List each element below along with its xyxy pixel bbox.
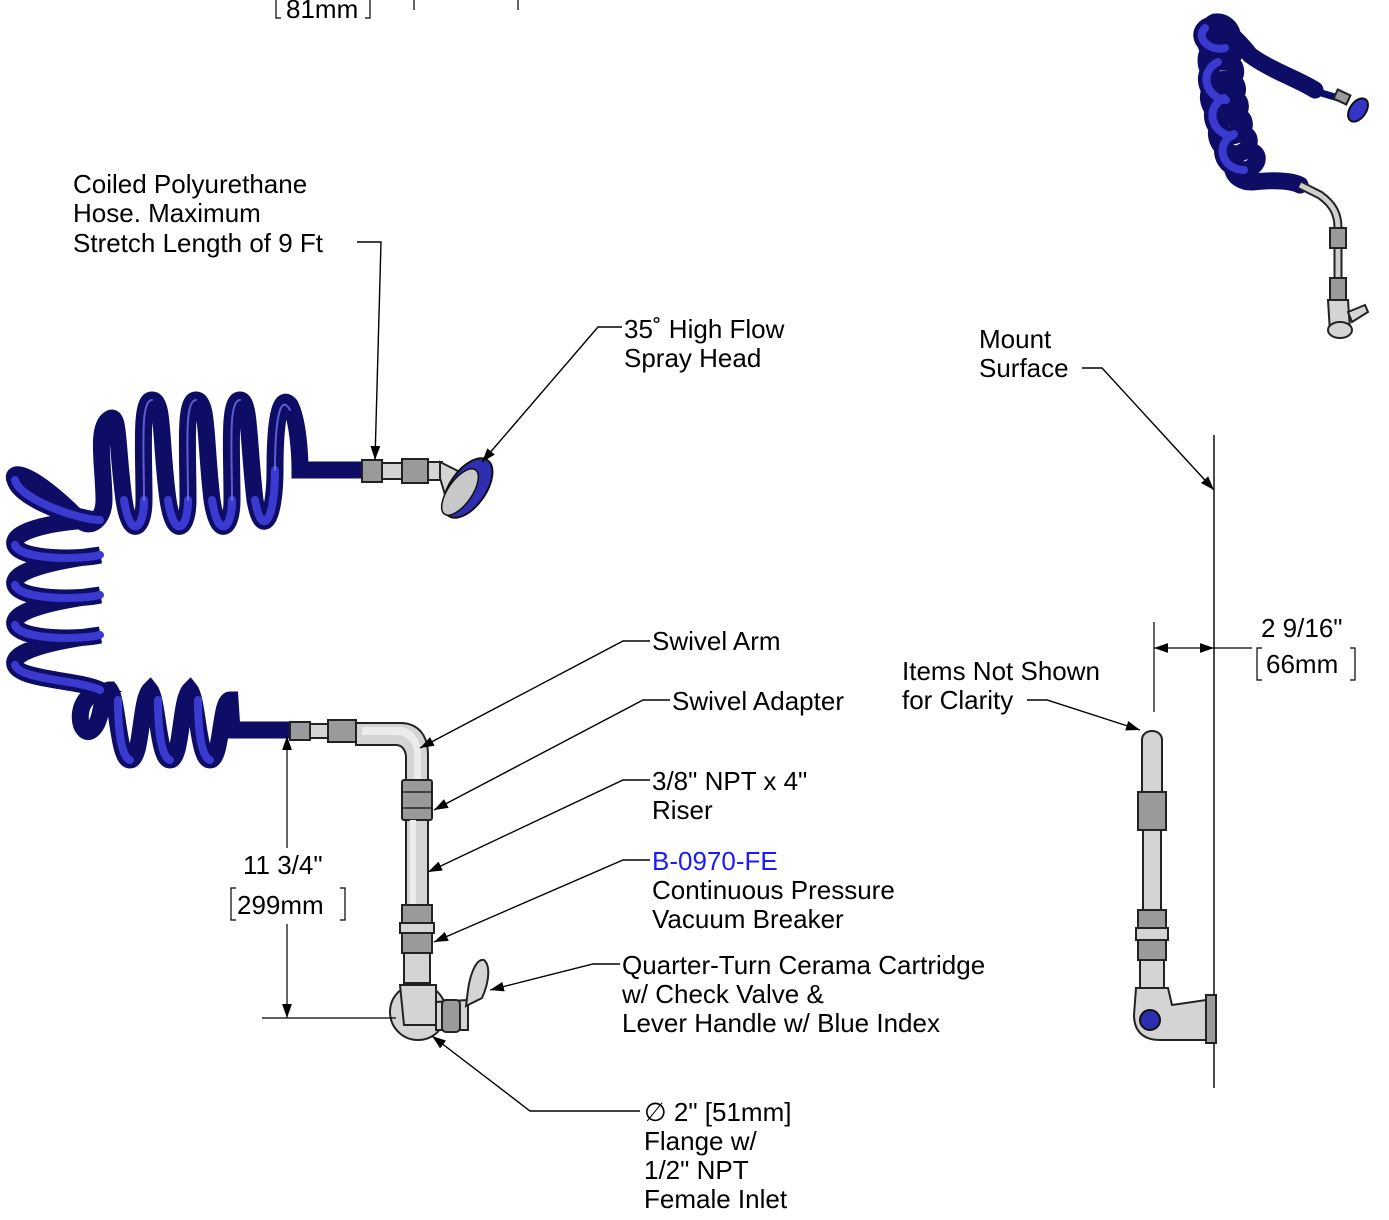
faucet-assembly-front (289, 719, 490, 1041)
flange-label-line-2: Flange w/ (644, 1126, 757, 1156)
mount-surface-label-line-2: Surface (979, 353, 1069, 383)
swivel-arm-label: Swivel Arm (652, 626, 781, 656)
hose-label-line-2: Hose. Maximum (73, 198, 261, 228)
callout-cartridge: Quarter-Turn Cerama Cartridge w/ Check V… (489, 950, 985, 1038)
items-not-shown-label-line-1: Items Not Shown (902, 656, 1100, 686)
dimension-offset: 2 9/16" 66mm (1153, 613, 1356, 712)
spray-head-label-line-2: Spray Head (624, 343, 761, 373)
callout-swivel-adapter: Swivel Adapter (433, 686, 844, 811)
top-dimension-fragment: 81mm (275, 0, 519, 24)
callout-hose: Coiled Polyurethane Hose. Maximum Stretc… (73, 169, 382, 461)
swivel-adapter-label: Swivel Adapter (672, 686, 844, 716)
callout-swivel-arm: Swivel Arm (419, 626, 781, 749)
flange-label-line-1: ∅ 2" [51mm] (644, 1097, 791, 1127)
height-dim-metric: 299mm (237, 890, 324, 920)
mount-surface-label-line-1: Mount (979, 324, 1052, 354)
cartridge-label-line-1: Quarter-Turn Cerama Cartridge (622, 950, 985, 980)
cartridge-label-line-3: Lever Handle w/ Blue Index (622, 1008, 940, 1038)
callout-vacuum-breaker: B-0970-FE Continuous Pressure Vacuum Bre… (433, 846, 895, 943)
riser-label-line-2: Riser (652, 795, 713, 825)
hose-label-line-3: Stretch Length of 9 Ft (73, 228, 324, 258)
vacuum-breaker-label-line-2: Vacuum Breaker (652, 904, 844, 934)
callout-spray-head: 35˚ High Flow Spray Head (481, 314, 785, 463)
callout-mount-surface: Mount Surface (979, 324, 1215, 491)
cartridge-label-line-2: w/ Check Valve & (621, 979, 824, 1009)
coiled-hose (6, 391, 369, 769)
hose-label-line-1: Coiled Polyurethane (73, 169, 307, 199)
vacuum-breaker-part-number[interactable]: B-0970-FE (652, 846, 778, 876)
flange-label-line-3: 1/2" NPT (644, 1155, 749, 1185)
dimension-height: 11 3/4" 299mm (230, 736, 396, 1019)
riser-label-line-1: 3/8" NPT x 4" (652, 766, 807, 796)
spray-head-label-line-1: 35˚ High Flow (624, 314, 785, 344)
isometric-thumbnail (1193, 13, 1370, 339)
callout-flange: ∅ 2" [51mm] Flange w/ 1/2" NPT Female In… (431, 1035, 791, 1214)
callout-items-not-shown: Items Not Shown for Clarity (902, 656, 1141, 731)
vacuum-breaker-label-line-1: Continuous Pressure (652, 875, 895, 905)
top-dim-label: 81mm (286, 0, 358, 24)
items-not-shown-label-line-2: for Clarity (902, 685, 1013, 715)
callout-riser: 3/8" NPT x 4" Riser (427, 766, 807, 873)
spray-head-assembly (361, 457, 494, 519)
offset-dim-metric: 66mm (1266, 649, 1338, 679)
faucet-assembly-side (1132, 435, 1217, 1088)
offset-dim-imperial: 2 9/16" (1261, 613, 1343, 643)
height-dim-imperial: 11 3/4" (243, 850, 323, 880)
flange-label-line-4: Female Inlet (644, 1184, 788, 1214)
